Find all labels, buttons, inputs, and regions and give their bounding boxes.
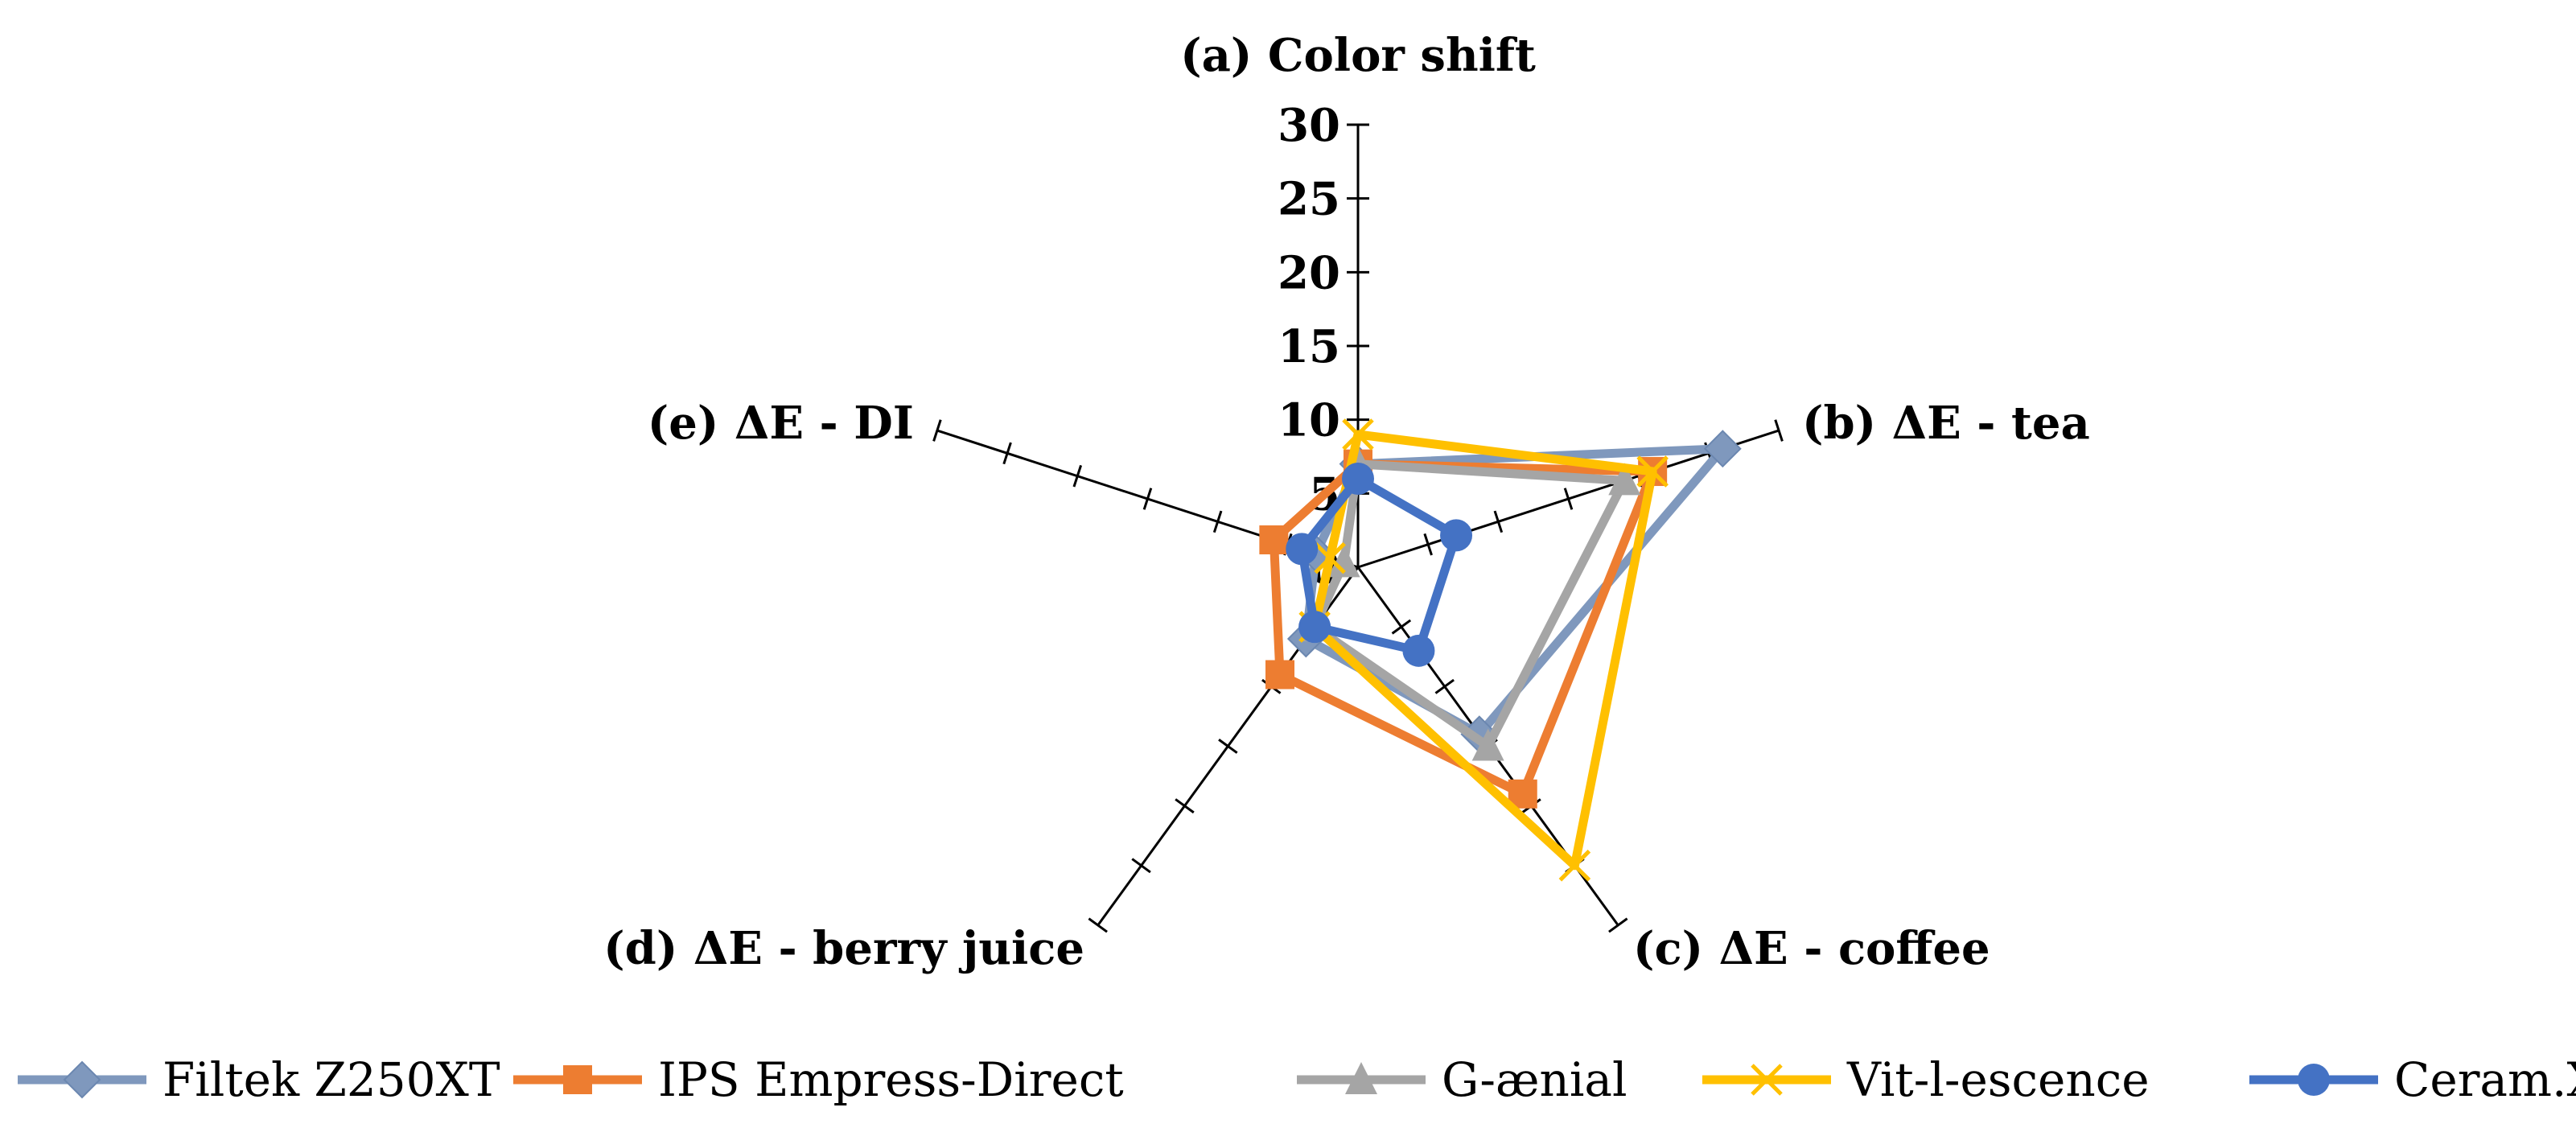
series-line [1310, 430, 1657, 871]
legend-marker [1751, 1064, 1783, 1096]
data-point-stroke [1636, 455, 1669, 488]
data-point-stroke [1558, 850, 1591, 882]
axis-tick [932, 419, 942, 442]
data-point [1298, 611, 1331, 644]
data-point [1558, 850, 1591, 882]
axis-tick [1142, 488, 1153, 510]
data-point [1440, 519, 1473, 552]
axis-tick [1131, 858, 1151, 874]
data-point [1259, 525, 1289, 555]
series-line [1301, 444, 1727, 739]
series-4 [1286, 463, 1473, 667]
axis-tick [1563, 488, 1574, 510]
legend-marker [2298, 1064, 2330, 1096]
data-point [1286, 533, 1319, 566]
axis-tick [1212, 510, 1223, 533]
data-point [1342, 463, 1374, 495]
axis-tick [1434, 678, 1455, 694]
axis-title: (d) ΔE - berry juice [603, 922, 1084, 975]
axis-tick [1774, 419, 1784, 442]
axis-title: (c) ΔE - coffee [1633, 922, 1990, 975]
data-point-stroke [1342, 418, 1374, 451]
legend-label: G-ænial [1442, 1052, 1627, 1107]
axis-title: (a) Color shift [1180, 29, 1536, 82]
axis-tick [1002, 442, 1012, 465]
legend-label: Filtek Z250XT [163, 1052, 500, 1107]
axis-tick [1423, 533, 1433, 556]
legend-marker [63, 1060, 101, 1099]
data-point-stroke [1314, 541, 1346, 574]
axis-tick [1072, 464, 1083, 488]
legend-marker [1345, 1062, 1377, 1094]
axis-tick [1175, 798, 1195, 814]
axis-tick [1608, 917, 1628, 933]
legend-label: Ceram.X [2394, 1052, 2576, 1107]
data-point [1314, 541, 1346, 574]
data-point [1265, 660, 1295, 690]
data-point [1608, 463, 1641, 496]
legend-marker [563, 1065, 592, 1094]
axis-tick [1218, 739, 1238, 754]
tick-label: 10 [1278, 394, 1340, 447]
tick-label: 15 [1278, 320, 1340, 373]
tick-label: 25 [1278, 173, 1340, 226]
data-point [1402, 634, 1435, 667]
axis-tick [1493, 510, 1504, 533]
axis-tick [1088, 917, 1108, 933]
axis-tick [1391, 619, 1412, 635]
data-point [1636, 455, 1669, 488]
data-point [1342, 418, 1374, 451]
data-point [1327, 545, 1360, 578]
series-line [1310, 459, 1629, 751]
legend: Filtek Z250XT IPS Empress-Direct G-ænial Vi… [18, 1052, 2576, 1107]
axis-title: (e) ΔE - DI [648, 397, 914, 450]
data-point [1471, 728, 1504, 761]
legend-label: IPS Empress-Direct [658, 1052, 1124, 1107]
legend-marker-stroke [1751, 1064, 1783, 1096]
axis-title: (b) ΔE - tea [1802, 397, 2090, 450]
data-point [1703, 430, 1742, 468]
tick-label: 30 [1278, 99, 1340, 152]
tick-label: 20 [1278, 246, 1340, 299]
legend-label: Vit-l-escence [1846, 1052, 2150, 1107]
